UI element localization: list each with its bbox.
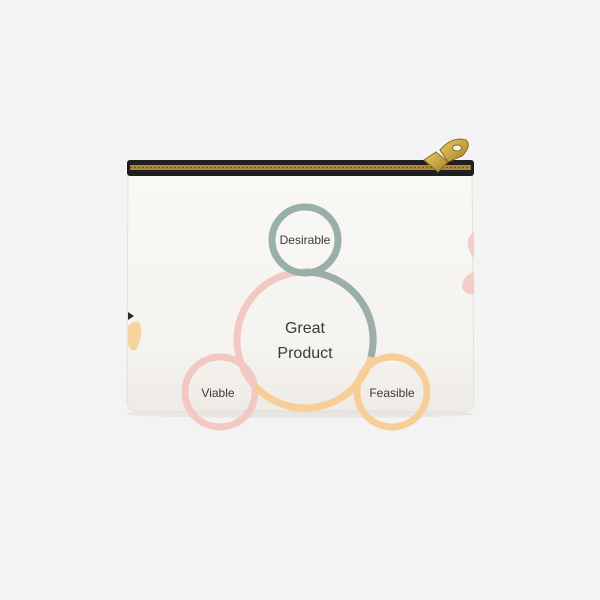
pouch-shadow — [125, 410, 475, 418]
great-product-ring-bottom — [252, 356, 375, 412]
zipper-pull-icon — [423, 138, 469, 173]
zipper-teeth — [130, 165, 471, 170]
feasible-label: Feasible — [369, 386, 415, 400]
venn-diagram: Desirable Great Product Viable Feasible — [181, 203, 431, 431]
zipper — [127, 160, 474, 176]
right-brush-mark — [462, 232, 474, 295]
feasible-ring — [353, 353, 431, 431]
desirable-label: Desirable — [280, 233, 331, 247]
left-brush-mark — [128, 312, 142, 351]
desirable-ring — [268, 203, 342, 277]
viable-label: Viable — [201, 386, 234, 400]
great-label: Great — [285, 320, 326, 337]
great-product-ring-right — [304, 268, 377, 358]
viable-ring — [181, 353, 259, 431]
zipper-pouch — [125, 169, 475, 418]
product-label: Product — [277, 345, 333, 362]
pouch-body — [126, 169, 475, 413]
